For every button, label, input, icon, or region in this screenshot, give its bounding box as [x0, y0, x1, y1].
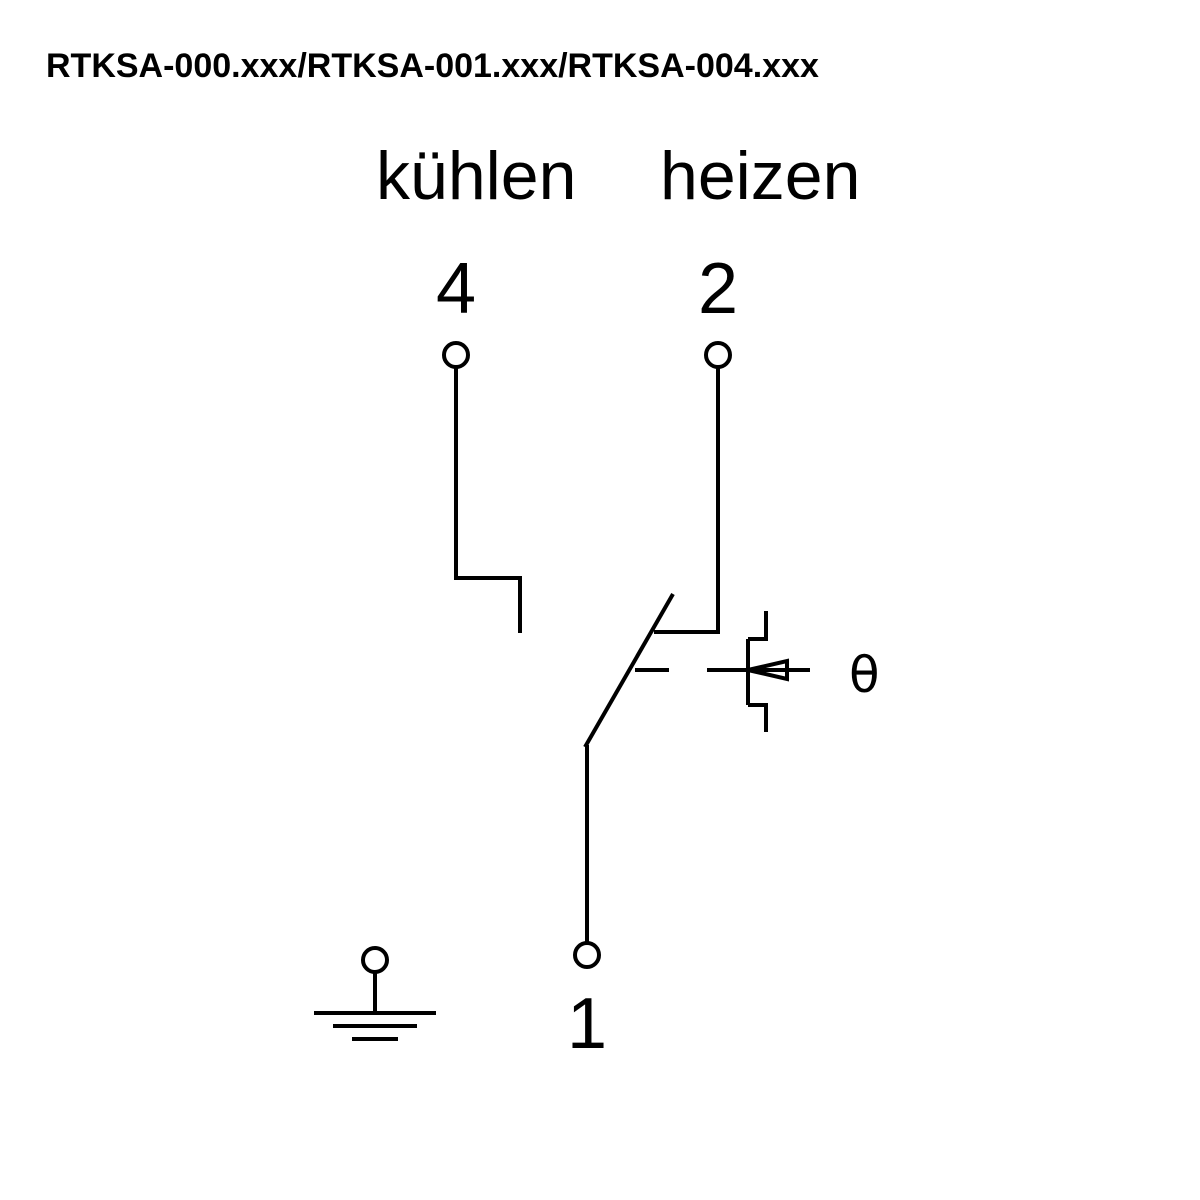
terminal-1 — [573, 941, 601, 969]
label-heating: heizen — [660, 138, 860, 214]
terminal-number-2: 2 — [698, 249, 738, 329]
terminal-4 — [442, 341, 470, 369]
ground-icon — [314, 972, 436, 1041]
ground-terminal — [361, 946, 389, 974]
cooling-contact — [454, 367, 522, 633]
terminal-number-1: 1 — [567, 984, 607, 1064]
terminal-number-4: 4 — [436, 249, 476, 329]
model-title: RTKSA-000.xxx/RTKSA-001.xxx/RTKSA-004.xx… — [46, 47, 819, 85]
thermal-actuator-icon — [740, 611, 810, 732]
changeover-switch-icon — [583, 593, 740, 748]
label-cooling: kühlen — [376, 138, 576, 214]
theta-symbol: θ — [849, 646, 880, 704]
terminal-2 — [704, 341, 732, 369]
heating-contact — [654, 367, 720, 634]
